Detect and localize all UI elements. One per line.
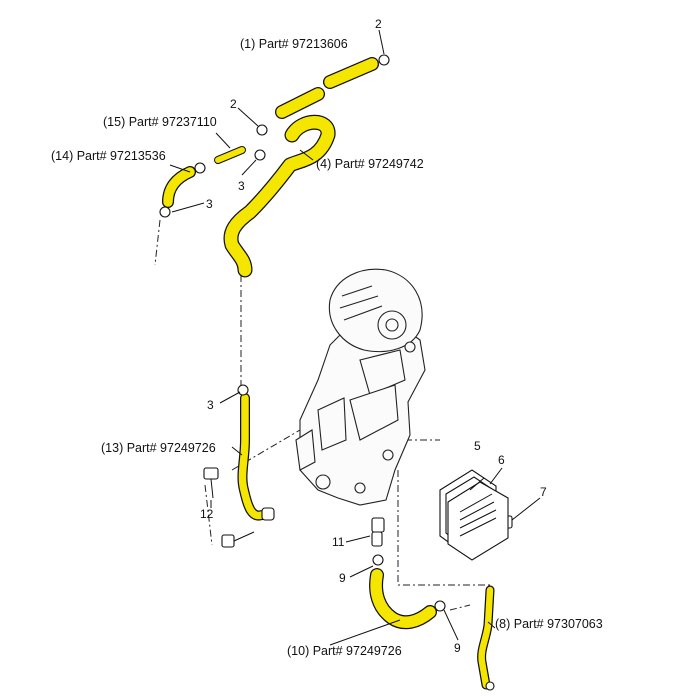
label-part-14: (14) Part# 97213536 bbox=[51, 149, 166, 163]
label-part-1: (1) Part# 97213606 bbox=[240, 37, 348, 51]
callout-3-upper: 3 bbox=[238, 179, 245, 193]
hose-part-14 bbox=[162, 166, 196, 208]
callout-11: 11 bbox=[332, 535, 345, 549]
clamp-icon bbox=[254, 149, 266, 161]
part-labels: (1) Part# 97213606 (15) Part# 97237110 (… bbox=[51, 37, 603, 658]
bolt-icon bbox=[221, 531, 255, 548]
callout-2-mid: 2 bbox=[230, 97, 237, 111]
hose-part-1 bbox=[275, 57, 379, 119]
hose-part-8 bbox=[477, 585, 495, 690]
fitting-icon bbox=[371, 517, 385, 533]
fitting-icon bbox=[371, 531, 383, 547]
clamp-icon bbox=[485, 681, 495, 691]
hoses bbox=[162, 57, 495, 690]
label-part-4: (4) Part# 97249742 bbox=[316, 157, 424, 171]
clamp-icon bbox=[237, 384, 249, 396]
hose-part-4 bbox=[223, 114, 336, 278]
hose-part-15 bbox=[214, 146, 246, 164]
callout-3-left: 3 bbox=[206, 197, 213, 211]
callout-12: 12 bbox=[200, 507, 214, 521]
callout-9-right: 9 bbox=[454, 641, 461, 655]
leader-lines bbox=[169, 29, 541, 646]
callout-2-top: 2 bbox=[375, 17, 382, 31]
label-part-15: (15) Part# 97237110 bbox=[103, 115, 217, 129]
callout-9-left: 9 bbox=[339, 571, 346, 585]
clamp-icon bbox=[194, 162, 206, 174]
clamps bbox=[159, 54, 495, 691]
hose-part-10 bbox=[369, 568, 437, 630]
clamp-icon bbox=[256, 124, 268, 136]
bolt-icon bbox=[203, 467, 219, 499]
callout-3-lower: 3 bbox=[207, 398, 214, 412]
assembly-centerlines bbox=[154, 219, 490, 611]
hose-part-13 bbox=[237, 393, 267, 521]
callout-7: 7 bbox=[540, 485, 547, 499]
engine-block bbox=[295, 268, 426, 506]
callout-5: 5 bbox=[474, 439, 481, 453]
label-part-13: (13) Part# 97249726 bbox=[101, 441, 216, 455]
label-part-8: (8) Part# 97307063 bbox=[495, 617, 603, 631]
clamp-icon bbox=[372, 554, 384, 566]
clamp-icon bbox=[159, 206, 171, 218]
fitting-icon bbox=[261, 507, 275, 521]
callout-6: 6 bbox=[498, 453, 505, 467]
clamp-icon bbox=[434, 600, 446, 612]
clamp-icon bbox=[378, 54, 390, 66]
gasket-and-cover bbox=[439, 469, 509, 561]
callout-numbers: 2 2 3 3 3 5 6 7 9 9 11 12 bbox=[200, 17, 547, 655]
label-part-10: (10) Part# 97249726 bbox=[287, 644, 402, 658]
